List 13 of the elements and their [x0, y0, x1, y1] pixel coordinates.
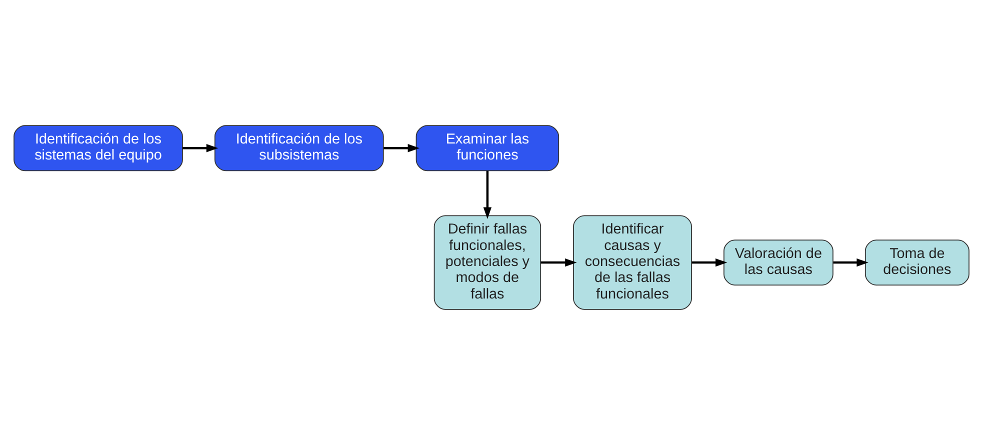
node-box: Definir fallas funcionales, potenciales y modos de fallas	[434, 215, 542, 310]
arrow	[182, 144, 218, 152]
node-box: Toma de decisiones	[864, 240, 970, 286]
node-box: Valoración de las causas	[724, 240, 834, 286]
node-box: Examinar las funciones	[416, 125, 560, 172]
arrow	[692, 258, 728, 267]
arrow	[483, 170, 492, 220]
arrow	[540, 258, 577, 267]
node-box: Identificar causas y consecuencias de las fallas funcionales	[573, 215, 692, 310]
node-box: Identificación de los sistemas del equipo	[14, 125, 183, 172]
arrow	[833, 258, 868, 267]
arrow	[384, 144, 420, 152]
node-box: Identificación de los subsistemas	[214, 125, 384, 172]
